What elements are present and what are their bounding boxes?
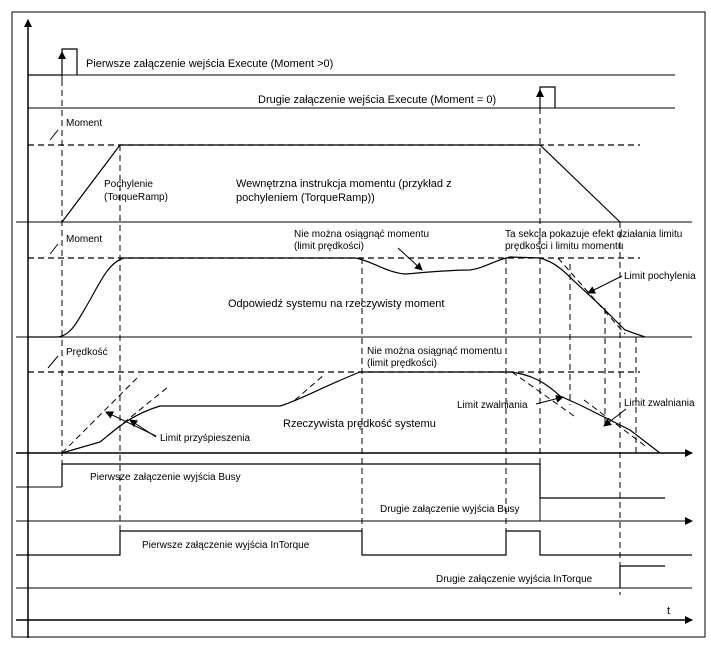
- no-torque-label-a-line1: Nie można osiągnąć momentu: [294, 229, 429, 240]
- intorque-first-signal: [16, 530, 692, 556]
- actual-speed-label: Rzeczywista prędkość systemu: [283, 418, 436, 430]
- execute-signals: [28, 48, 675, 109]
- accel-limit-dashed-1: [61, 374, 141, 454]
- accel-limit-arrow-2: [129, 419, 157, 438]
- internal-torque-curve: [61, 144, 621, 223]
- no-torque-a-arrow: [397, 247, 423, 271]
- speed-limit-dashed: [294, 373, 326, 401]
- intorque-second-label: Drugie załączenie wyjścia InTorque: [436, 574, 593, 585]
- torque-axis-label-2: Moment: [66, 234, 102, 245]
- decel-limit-dashed-1: [511, 371, 575, 417]
- decel-limit-label-a: Limit zwalniania: [457, 400, 528, 411]
- torque-label-2-leader: [49, 243, 59, 255]
- speed-label-leader: [47, 355, 59, 369]
- torque-label-1-leader: [49, 129, 59, 141]
- busy-second-label: Drugie załączenie wyjścia Busy: [380, 504, 520, 515]
- execute-second-label: Drugie załączenie wejścia Execute (Momen…: [258, 94, 496, 106]
- ramp-label-line2: (TorqueRamp): [104, 192, 168, 203]
- decel-limit-dashed-2: [583, 399, 649, 449]
- internal-torque-section: [16, 144, 692, 223]
- no-torque-label-b-line1: Nie można osiągnąć momentu: [367, 346, 502, 357]
- slope-limit-dashed: [557, 257, 626, 335]
- busy-first-label: Pierwsze załączenie wyjścia Busy: [90, 472, 241, 483]
- speed-axis-label: Prędkość: [66, 347, 108, 358]
- actual-torque-curve: [28, 256, 646, 338]
- section-label-line2: prędkości i limitu momentu: [505, 241, 623, 252]
- intorque-signals: [16, 530, 692, 589]
- time-axis-label: t: [667, 605, 670, 617]
- intorque-second-signal: [619, 565, 665, 588]
- reference-dashed-lines: [61, 50, 637, 595]
- speed-section: [16, 371, 693, 457]
- execute-first-pulse: [28, 48, 78, 76]
- no-torque-label-b-line2: (limit prędkości): [367, 358, 437, 369]
- decel-limit-b-arrow: [603, 408, 627, 427]
- internal-label-line1: Wewnętrzna instrukcja momentu (przykład …: [236, 178, 452, 190]
- section-label-line1: Ta sekcja pokazuje efekt działania limit…: [505, 229, 682, 240]
- actual-speed-curve: [61, 371, 661, 454]
- slope-limit-label: Limit pochylenia: [624, 271, 696, 282]
- slope-limit-arrow: [587, 275, 623, 294]
- system-response-section: [16, 256, 692, 338]
- decel-limit-label-b: Limit zwalniania: [624, 398, 695, 409]
- accel-limit-label: Limit przyśpieszenia: [160, 433, 250, 444]
- torque-axis-label-1: Moment: [66, 118, 102, 129]
- execute-second-pulse: [539, 86, 556, 108]
- ramp-label-line1: Pochylenie: [104, 179, 153, 190]
- execute-first-label: Pierwsze załączenie wejścia Execute (Mom…: [86, 58, 333, 70]
- intorque-first-label: Pierwsze załączenie wyjścia InTorque: [142, 540, 310, 551]
- no-torque-label-a-line2: (limit prędkości): [294, 241, 364, 252]
- system-response-label: Odpowiedź systemu na rzeczywisty moment: [228, 298, 444, 310]
- internal-label-line2: pochyleniem (TorqueRamp)): [236, 192, 375, 204]
- accel-limit-dashed-2: [99, 386, 169, 443]
- outer-frame: [11, 11, 706, 638]
